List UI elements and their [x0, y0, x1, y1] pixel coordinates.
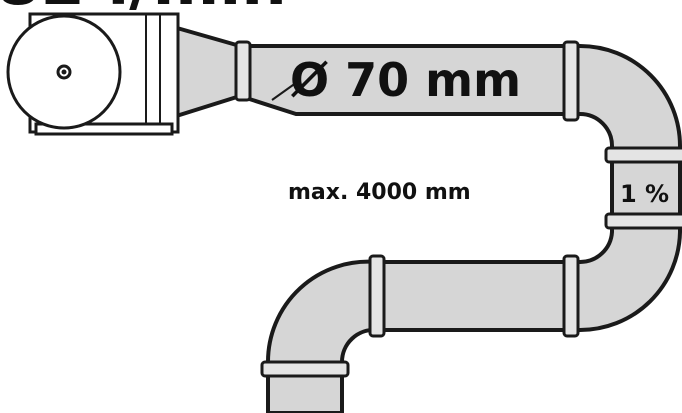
collar-lower-left [368, 254, 386, 338]
reducer-fitting [168, 24, 242, 120]
pipe-run [168, 24, 682, 413]
device-base-strip [34, 122, 174, 136]
collar-bottom [260, 360, 350, 378]
collar-lower-right [562, 254, 580, 338]
diameter-leader-line [271, 79, 301, 101]
diameter-label: Ø 70 mm [290, 53, 521, 107]
length-label: max. 4000 mm [288, 180, 471, 205]
collar-upper-right [562, 40, 580, 122]
collar-vertical-bottom [604, 212, 682, 230]
slope-label: 1 % [620, 180, 669, 208]
device [6, 12, 180, 136]
lower-pipe-segment [265, 220, 682, 413]
collar-upper-left [234, 40, 252, 102]
device-knob-center [61, 69, 67, 75]
collar-vertical-top [604, 146, 682, 164]
